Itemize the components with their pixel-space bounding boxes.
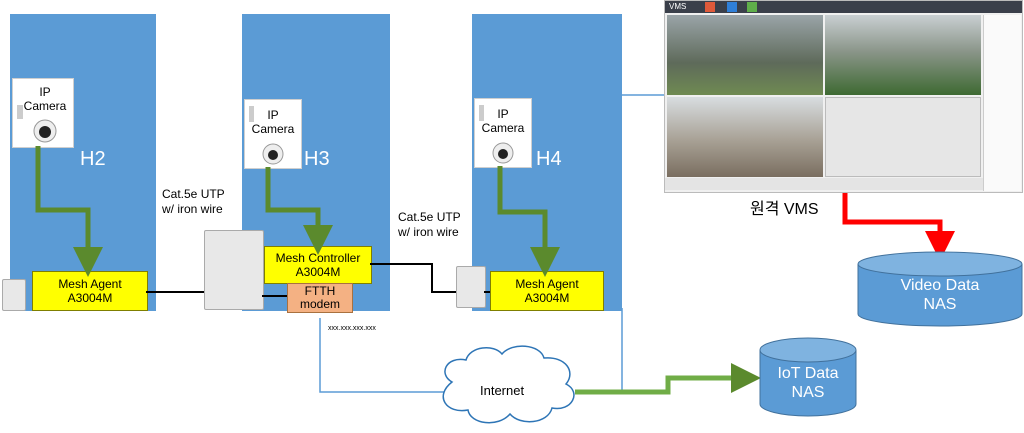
house-h2-label: H2 bbox=[80, 148, 106, 170]
flow-internet-iot bbox=[575, 363, 761, 395]
vms-camera-feed-1 bbox=[667, 15, 823, 95]
video-nas-cylinder bbox=[857, 251, 1023, 327]
ftth-modem: FTTH modem bbox=[287, 283, 353, 313]
house-h4-label: H4 bbox=[536, 148, 562, 170]
mesh-controller-name: Mesh Controller bbox=[275, 251, 361, 265]
camera-icon bbox=[17, 105, 57, 143]
vms-screenshot: VMS bbox=[664, 0, 1023, 193]
camera-icon bbox=[479, 105, 514, 164]
enclosure-box-h2-h3 bbox=[204, 230, 264, 310]
flow-camera-h4-agent bbox=[497, 166, 560, 277]
vms-camera-feed-2 bbox=[825, 15, 981, 95]
internet-cloud-icon bbox=[442, 345, 575, 424]
vms-camera-feed-3 bbox=[667, 97, 823, 177]
mesh-controller-model: A3004M bbox=[295, 265, 341, 279]
mesh-agent-h2-model: A3004M bbox=[67, 291, 113, 305]
flow-camera-h3-controller bbox=[265, 167, 333, 255]
vms-caption: 원격 VMS bbox=[750, 201, 819, 218]
camera-icon bbox=[249, 106, 284, 165]
vms-ptz-panel bbox=[825, 97, 981, 177]
enclosure-box-h4 bbox=[456, 266, 486, 308]
vms-toolbar-icon bbox=[705, 2, 715, 12]
mesh-agent-h4-model: A3004M bbox=[524, 291, 570, 305]
flow-camera-h2-agent bbox=[35, 146, 103, 277]
vms-control-bar bbox=[665, 178, 983, 190]
flow-vms-video bbox=[842, 192, 955, 261]
mesh-agent-h2-name: Mesh Agent bbox=[58, 277, 122, 291]
vms-title-bar: VMS bbox=[665, 1, 1022, 13]
vms-device-tree bbox=[983, 15, 1021, 191]
ftth-modem-name: FTTH bbox=[304, 284, 336, 298]
ip-address-label: xxx.xxx.xxx.xxx bbox=[328, 325, 376, 332]
vms-toolbar-icon bbox=[727, 2, 737, 12]
h3-internet-link bbox=[319, 318, 452, 393]
mesh-agent-h4-name: Mesh Agent bbox=[515, 277, 579, 291]
vms-toolbar-icon bbox=[747, 2, 757, 12]
enclosure-box-h2 bbox=[2, 279, 26, 311]
cable-h3-h4 bbox=[370, 263, 456, 293]
mesh-agent-h2: Mesh Agent A3004M bbox=[32, 271, 148, 311]
vms-window-title: VMS bbox=[669, 2, 687, 11]
internet-label: Internet bbox=[480, 383, 525, 398]
iot-nas-cylinder bbox=[759, 337, 857, 417]
house-h3-label: H3 bbox=[304, 148, 330, 170]
ftth-modem-type: modem bbox=[299, 297, 340, 311]
